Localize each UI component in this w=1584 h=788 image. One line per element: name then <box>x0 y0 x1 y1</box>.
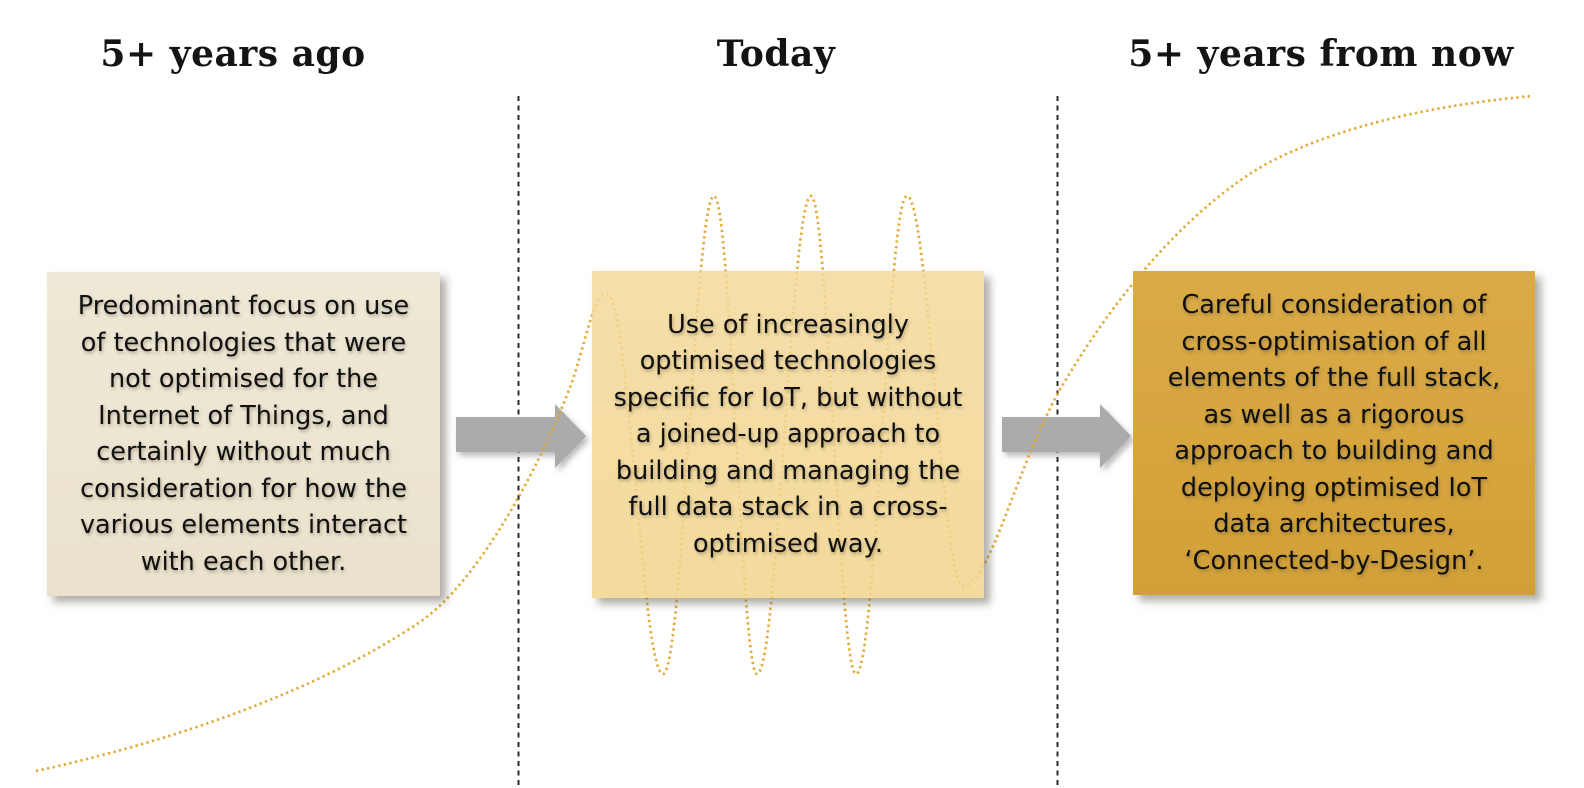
right-arrow-icon <box>1002 404 1131 468</box>
present-box: Use of increasingly optimised technologi… <box>592 271 984 598</box>
era-header-past: 5+ years ago <box>100 33 366 75</box>
past-box: Predominant focus on use of technologies… <box>47 272 440 596</box>
past-box-text: Predominant focus on use of technologies… <box>77 291 410 577</box>
future-box-text: Careful consideration of cross-optimisat… <box>1167 290 1501 576</box>
era-header-present: Today <box>716 33 836 75</box>
future-box: Careful consideration of cross-optimisat… <box>1133 271 1535 595</box>
era-header-future: 5+ years from now <box>1128 33 1514 75</box>
right-arrow-icon <box>456 404 586 468</box>
present-box-text: Use of increasingly optimised technologi… <box>613 309 963 559</box>
